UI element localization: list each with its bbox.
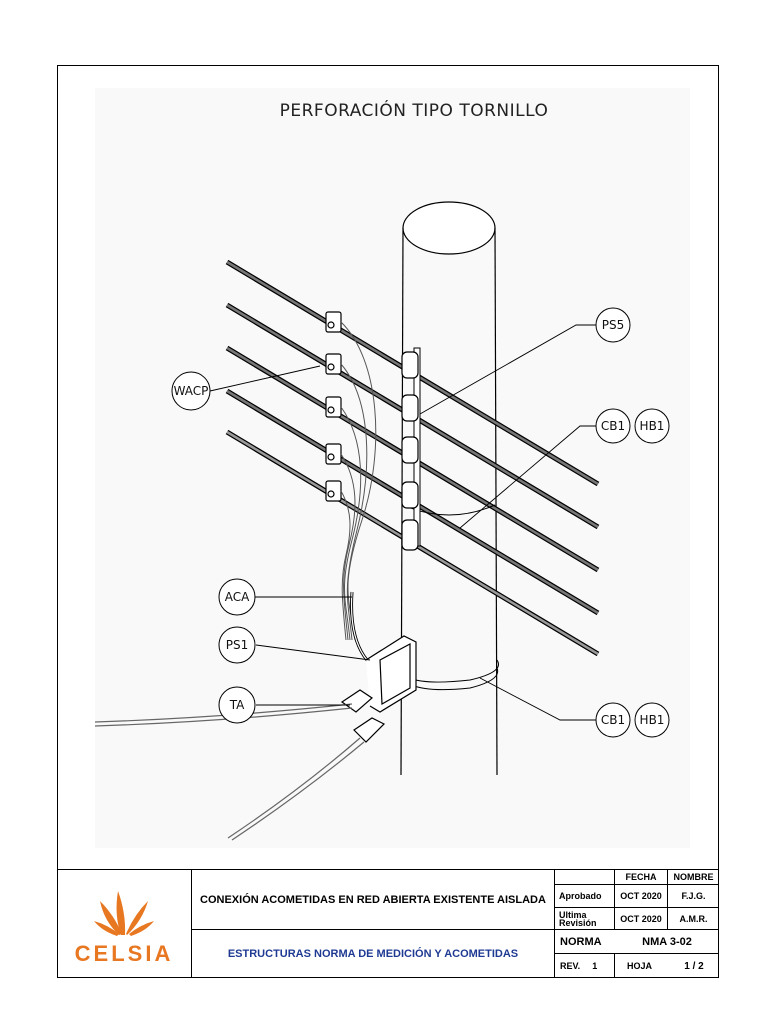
revision-label-line-2: Revisión (559, 917, 597, 928)
ps1-bracket (365, 635, 417, 713)
insulator-2 (401, 394, 419, 422)
callout-ps5: PS5 (595, 307, 631, 343)
drop-cables (94, 703, 365, 841)
aprobado-fecha: OCT 2020 (620, 891, 662, 901)
connector-5 (325, 480, 342, 502)
sheet-main-title: CONEXIÓN ACOMETIDAS EN RED ABIERTA EXIST… (200, 893, 546, 906)
rev-value: 1 (592, 961, 598, 971)
rev-label: REV. (560, 961, 581, 971)
norma-label: NORMA (560, 935, 602, 948)
sheet-subtitle: ESTRUCTURAS NORMA DE MEDICIÓN Y ACOMETID… (227, 948, 519, 960)
svg-text:CB1: CB1 (601, 419, 625, 433)
callout-leaders (209, 324, 596, 721)
drawing-background (95, 88, 690, 848)
norma-value: NMA 3-02 (642, 935, 692, 948)
insulator-1 (401, 351, 419, 379)
callout-hb1-top: HB1 (634, 408, 670, 444)
callout-aca: ACA (218, 578, 256, 616)
aprobado-nombre: F.J.G. (681, 891, 706, 901)
connector-2 (325, 353, 342, 375)
title-block-grid (57, 869, 719, 978)
header-fecha: FECHA (625, 872, 657, 882)
svg-text:TA: TA (229, 698, 245, 712)
title-block: CELSIA CONEXIÓN ACOMETIDAS EN RED ABIERT… (57, 869, 719, 978)
svg-text:ACA: ACA (225, 590, 250, 604)
callout-bubbles: PS5 WACP CB1 HB1 ACA PS1 TA CB1 HB1 (171, 307, 670, 738)
revision-label-line-1: Ultima (559, 909, 587, 920)
svg-text:PS1: PS1 (226, 638, 249, 652)
revision-nombre: A.M.R. (679, 913, 708, 924)
logo-wordmark: CELSIA (74, 941, 174, 966)
insulator-4 (401, 481, 419, 509)
insulator-3 (401, 436, 419, 464)
svg-text:CB1: CB1 (601, 713, 625, 727)
svg-text:PS5: PS5 (602, 318, 625, 332)
revision-label: Ultima Revisión (559, 908, 614, 929)
callout-wacp: WACP (171, 371, 211, 411)
hoja-label: HOJA (627, 961, 653, 971)
callout-cb1-top: CB1 (595, 408, 631, 444)
hoja-value: 1 / 2 (684, 960, 704, 972)
svg-text:HB1: HB1 (640, 419, 665, 433)
callout-cb1-bottom: CB1 (595, 702, 631, 738)
callout-ta: TA (218, 686, 256, 724)
revision-fecha: OCT 2020 (620, 913, 662, 924)
svg-text:HB1: HB1 (640, 713, 665, 727)
callout-ps1: PS1 (218, 626, 256, 664)
connector-1 (325, 311, 342, 333)
svg-text:WACP: WACP (174, 384, 209, 398)
drawing-title: PERFORACIÓN TIPO TORNILLO (280, 99, 549, 121)
connector-3 (325, 396, 342, 418)
rev-cell: REV. 1 (560, 954, 614, 978)
service-wires (340, 321, 377, 641)
insulator-5 (401, 519, 419, 551)
drawing-sheet-frame (57, 65, 719, 978)
celsia-sun-icon (94, 891, 154, 936)
callout-hb1-bottom: HB1 (634, 702, 670, 738)
insulator-bracket (401, 347, 421, 551)
celsia-logo: CELSIA (57, 877, 191, 977)
header-nombre: NOMBRE (673, 872, 714, 882)
pole-connection-diagram: PERFORACIÓN TIPO TORNILLO (94, 88, 690, 848)
connector-4 (325, 443, 342, 465)
aprobado-label: Aprobado (559, 891, 602, 901)
